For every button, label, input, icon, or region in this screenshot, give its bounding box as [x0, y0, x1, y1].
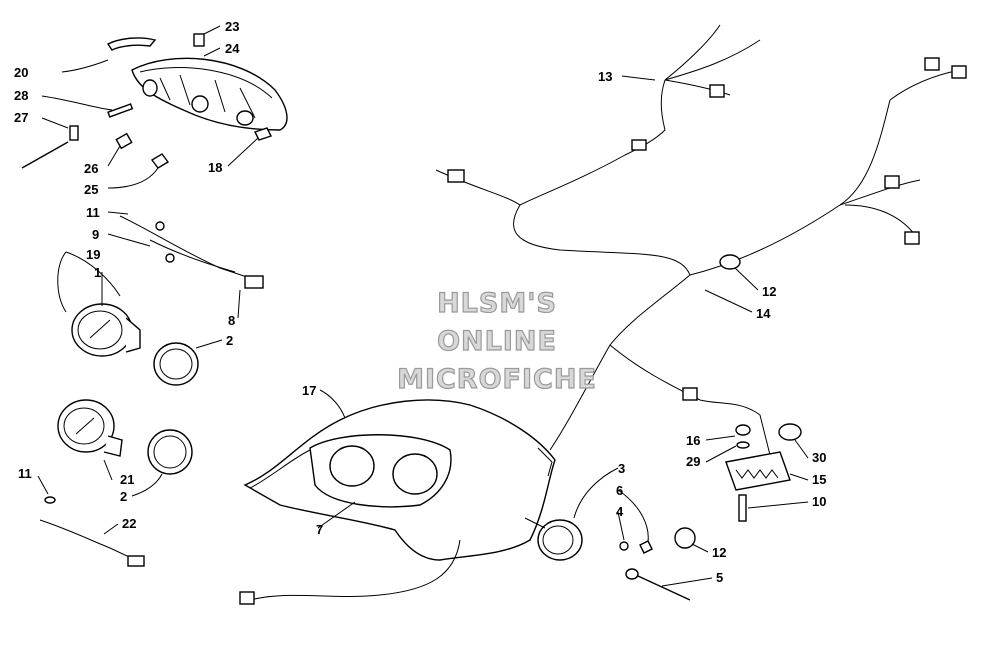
callout-label: 3	[618, 461, 625, 476]
callout-label: 30	[812, 450, 826, 465]
callout-label: 10	[812, 494, 826, 509]
callout-label: 2	[226, 333, 233, 348]
callout-label: 5	[716, 570, 723, 585]
upper-gauge	[71, 303, 199, 386]
callout-label: 18	[208, 160, 222, 175]
callout-label: 2	[120, 489, 127, 504]
console-panel	[243, 399, 556, 561]
callout-label: 23	[225, 19, 239, 34]
watermark-line-1: HLSM'S	[437, 288, 557, 319]
regulator-assembly	[725, 423, 802, 522]
lower-gauge	[57, 399, 193, 475]
main-wiring-harness	[239, 24, 967, 605]
sensor-assembly	[524, 517, 696, 601]
callout-label: 4	[616, 504, 624, 519]
callout-label: 7	[316, 522, 323, 537]
watermark: HLSM'S ONLINE MICROFICHE	[396, 287, 597, 395]
callout-label: 27	[14, 110, 28, 125]
callout-label: 25	[84, 182, 98, 197]
callout-label: 12	[762, 284, 776, 299]
callout-labels: 20 28 27 23 24 26 25 18 11 9 19 1 8 2 17…	[14, 19, 826, 585]
callout-label: 21	[120, 472, 134, 487]
callout-label: 17	[302, 383, 316, 398]
callout-label: 8	[228, 313, 235, 328]
gauge-harness	[39, 215, 264, 567]
callout-label: 20	[14, 65, 28, 80]
callout-label: 6	[616, 483, 623, 498]
watermark-line-3: MICROFICHE	[397, 364, 597, 395]
callout-label: 15	[812, 472, 826, 487]
callout-label: 19	[86, 247, 100, 262]
callout-label: 9	[92, 227, 99, 242]
leader-lines	[37, 25, 809, 587]
callout-label: 24	[225, 41, 240, 56]
callout-label: 11	[18, 466, 32, 481]
callout-label: 22	[122, 516, 136, 531]
callout-label: 1	[94, 265, 101, 280]
callout-label: 16	[686, 433, 700, 448]
callout-label: 13	[598, 69, 612, 84]
callout-label: 26	[84, 161, 98, 176]
callout-label: 11	[86, 205, 100, 220]
headlight-assembly	[21, 33, 288, 169]
watermark-line-2: ONLINE	[437, 326, 557, 357]
callout-label: 12	[712, 545, 726, 560]
callout-label: 14	[756, 306, 771, 321]
callout-label: 28	[14, 88, 28, 103]
callout-label: 29	[686, 454, 700, 469]
